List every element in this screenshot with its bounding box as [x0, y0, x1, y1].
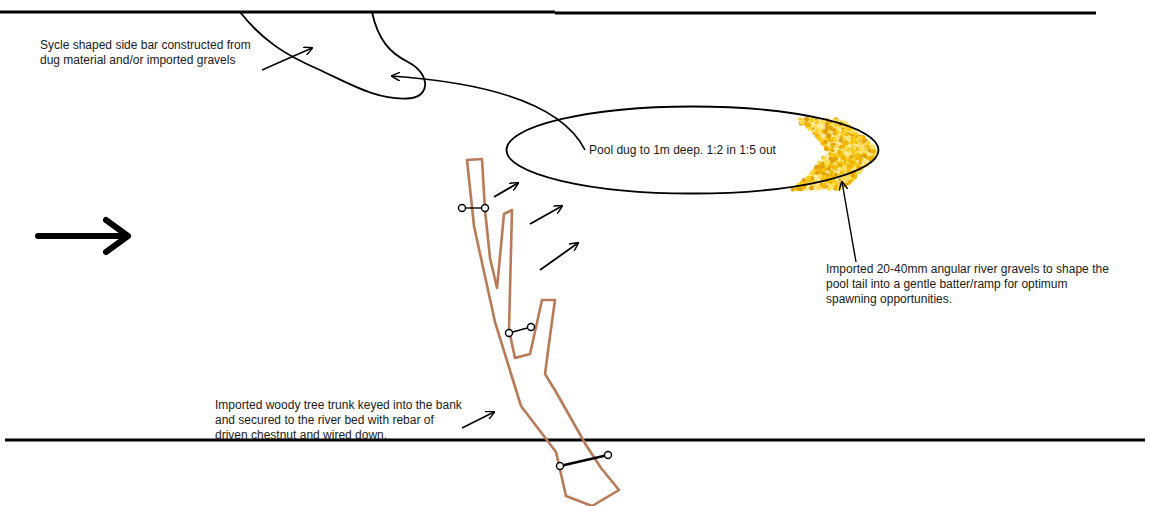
pool-ellipse: Pool dug to 1m deep. 1:2 in 1:5 out	[505, 105, 880, 195]
material-arrow	[392, 76, 585, 150]
callout-note: Sycle shaped side bar constructed from d…	[40, 38, 266, 68]
rebar-ties	[459, 205, 612, 470]
tree-trunk	[467, 159, 619, 506]
river-bank	[0, 11, 555, 14]
river-bank	[555, 12, 1096, 15]
callout-note: Imported 20-40mm angular river gravels t…	[826, 262, 1118, 307]
leader-line	[462, 412, 494, 428]
pool-text: Pool dug to 1m deep. 1:2 in 1:5 out	[589, 143, 776, 157]
gravel-tail	[790, 117, 880, 192]
side-bar	[240, 12, 425, 99]
leader-line	[842, 182, 856, 262]
flow-arrow	[38, 220, 128, 252]
river-bank	[5, 439, 1145, 442]
deflection-arrows	[494, 183, 578, 270]
callout-note: Imported woody tree trunk keyed into the…	[215, 398, 465, 443]
leader-line	[262, 48, 312, 70]
